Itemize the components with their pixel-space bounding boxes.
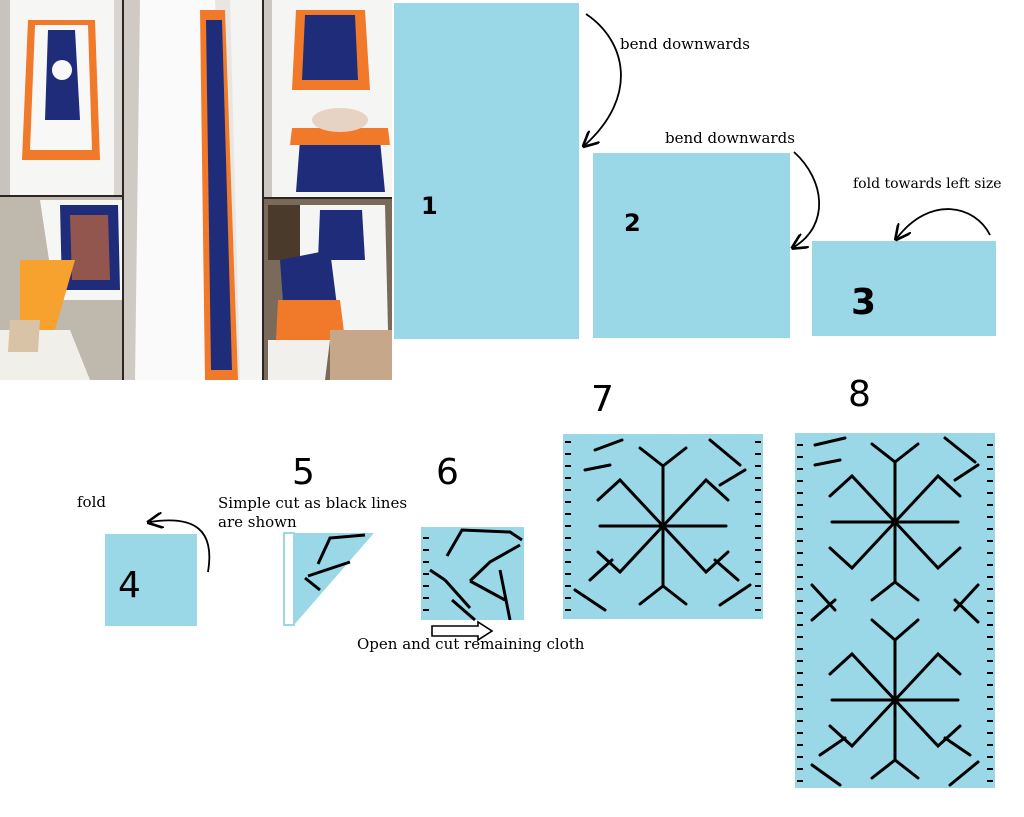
step-3-paper <box>812 241 996 336</box>
step-1-number: 1 <box>421 192 438 220</box>
fold-arrow <box>150 520 211 573</box>
cut-instruction-line-1: Simple cut as black lines <box>218 494 408 512</box>
step-7-pattern <box>563 434 763 619</box>
photo-panel-bottom-right <box>264 199 392 380</box>
open-cut-label: Open and cut remaining cloth <box>357 635 585 653</box>
fold-left-label: fold towards left size <box>853 176 1002 192</box>
step-8-pattern <box>795 433 995 788</box>
step-1-paper <box>394 3 579 339</box>
bend-downwards-label-2: bend downwards <box>665 129 795 147</box>
outfit-photo-collage <box>0 0 392 380</box>
fold-label: fold <box>77 493 106 511</box>
photo-panel-long-dress <box>124 0 262 380</box>
step-3-number: 3 <box>851 282 877 323</box>
step-6-cut-square <box>421 527 524 622</box>
step-4-paper <box>105 534 197 626</box>
step-5-number: 5 <box>292 452 315 493</box>
step-2-paper <box>593 153 790 338</box>
cut-instruction-line-2: are shown <box>218 513 297 531</box>
open-cut-arrow <box>431 620 494 642</box>
step-4-number: 4 <box>118 565 141 606</box>
fold-left-arrow <box>897 208 991 238</box>
step-5-triangle <box>283 532 374 626</box>
bend-arrow-1 <box>585 13 622 145</box>
photo-panel-top-left <box>0 0 122 195</box>
step-8-number: 8 <box>848 374 871 415</box>
step-6-number: 6 <box>436 452 459 493</box>
bend-downwards-label-1: bend downwards <box>620 35 750 53</box>
step-2-number: 2 <box>624 209 641 237</box>
photo-panel-top-right <box>264 0 392 197</box>
step-7-number: 7 <box>591 379 614 420</box>
photo-panel-bottom-left <box>0 197 122 380</box>
bend-arrow-2 <box>794 151 821 247</box>
